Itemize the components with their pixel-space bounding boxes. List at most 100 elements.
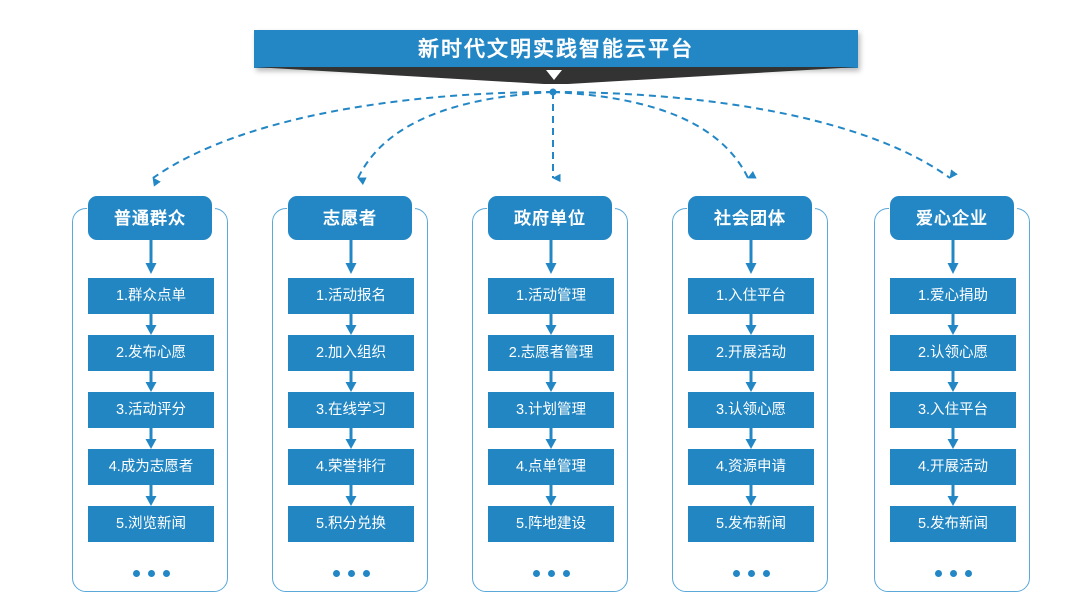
list-item-label: 1.爱心捐助 [917,287,989,304]
list-item[interactable]: 2.开展活动 [688,335,814,371]
role-column-2-header[interactable]: 志愿者 [288,196,412,240]
dot [532,569,540,577]
list-item-label: 2.发布心愿 [115,344,187,361]
list-item[interactable]: 4.荣誉排行 [288,449,414,485]
arrow-down-icon [345,485,357,506]
list-item[interactable]: 3.认领心愿 [688,392,814,428]
dot [964,569,972,577]
list-item-label: 5.浏览新闻 [115,515,187,532]
chevron-down-icon [546,70,562,80]
arrow-down-icon [145,485,157,506]
arrow-down-icon [145,428,157,449]
list-item[interactable]: 2.志愿者管理 [488,335,614,371]
list-item[interactable]: 5.浏览新闻 [88,506,214,542]
arrow-down-icon [745,314,757,335]
list-item-label: 4.资源申请 [715,458,787,475]
arrow-down-icon [745,240,757,274]
arrow-down-icon [745,428,757,449]
arrow-down-icon [947,371,959,392]
list-item-label: 2.开展活动 [715,344,787,361]
flow-arrow [874,240,1032,278]
list-item-label: 3.入住平台 [917,401,989,418]
dot [147,569,155,577]
list-item[interactable]: 4.开展活动 [890,449,1016,485]
role-column-4-header-label: 社会团体 [714,208,786,228]
arrow-down-icon [145,371,157,392]
flow-arrow [472,314,630,335]
dot [162,569,170,577]
list-item[interactable]: 3.在线学习 [288,392,414,428]
list-item[interactable]: 4.成为志愿者 [88,449,214,485]
list-item[interactable]: 4.资源申请 [688,449,814,485]
flow-arrow [672,240,830,278]
list-item-label: 5.发布新闻 [715,515,787,532]
list-item[interactable]: 2.加入组织 [288,335,414,371]
list-item[interactable]: 5.发布新闻 [890,506,1016,542]
list-item[interactable]: 1.入住平台 [688,278,814,314]
dot [732,569,740,577]
role-column-1-items: 1.群众点单 2.发布心愿 3.活动评分 4.成为志愿者 5.浏览新闻 [72,240,230,580]
flow-arrow [874,314,1032,335]
flow-arrow [272,428,430,449]
list-item[interactable]: 3.入住平台 [890,392,1016,428]
list-item-label: 3.活动评分 [115,401,187,418]
role-column-3-header[interactable]: 政府单位 [488,196,612,240]
list-item[interactable]: 2.发布心愿 [88,335,214,371]
list-item-label: 4.点单管理 [515,458,587,475]
more-indicator [874,566,1016,580]
list-item-label: 2.认领心愿 [917,344,989,361]
flow-arrow [472,240,630,278]
list-item-label: 4.开展活动 [917,458,989,475]
list-item[interactable]: 1.爱心捐助 [890,278,1016,314]
role-column-5-items: 1.爱心捐助 2.认领心愿 3.入住平台 4.开展活动 5.发布新闻 [874,240,1032,580]
flow-arrow [272,371,430,392]
flow-arrow [72,428,230,449]
list-item-label: 3.计划管理 [515,401,587,418]
role-column-1-header-label: 普通群众 [114,208,186,228]
list-item[interactable]: 5.阵地建设 [488,506,614,542]
list-item[interactable]: 1.群众点单 [88,278,214,314]
flow-arrow [272,240,430,278]
list-item[interactable]: 3.计划管理 [488,392,614,428]
role-column-4-header[interactable]: 社会团体 [688,196,812,240]
dot [362,569,370,577]
dot [562,569,570,577]
role-column-2-header-label: 志愿者 [323,208,377,228]
role-column-3-header-label: 政府单位 [514,208,586,228]
dot [747,569,755,577]
flow-arrow [72,314,230,335]
flow-arrow [72,485,230,506]
role-column-4-items: 1.入住平台 2.开展活动 3.认领心愿 4.资源申请 5.发布新闻 [672,240,830,580]
arrow-down-icon [947,485,959,506]
list-item[interactable]: 1.活动报名 [288,278,414,314]
more-indicator [272,566,414,580]
arrow-down-icon [947,314,959,335]
list-item-label: 2.志愿者管理 [508,344,594,361]
list-item[interactable]: 4.点单管理 [488,449,614,485]
list-item-label: 3.在线学习 [315,401,387,418]
list-item[interactable]: 5.发布新闻 [688,506,814,542]
list-item[interactable]: 3.活动评分 [88,392,214,428]
list-item[interactable]: 5.积分兑换 [288,506,414,542]
list-item-label: 5.阵地建设 [515,515,587,532]
list-item[interactable]: 2.认领心愿 [890,335,1016,371]
role-column-5-header[interactable]: 爱心企业 [890,196,1014,240]
flow-arrow [672,314,830,335]
flow-arrow [272,485,430,506]
list-item-label: 3.认领心愿 [715,401,787,418]
flow-arrow [672,371,830,392]
flow-arrow [472,428,630,449]
platform-title-banner-fill: 新时代文明实践智能云平台 [254,30,858,68]
arrow-down-icon [545,485,557,506]
role-column-1-header[interactable]: 普通群众 [88,196,212,240]
list-item-label: 4.成为志愿者 [108,458,194,475]
dot [934,569,942,577]
arrow-down-icon [145,314,157,335]
arrow-down-icon [545,314,557,335]
flow-arrow [472,371,630,392]
list-item[interactable]: 1.活动管理 [488,278,614,314]
flow-arrow [472,485,630,506]
more-indicator [472,566,614,580]
